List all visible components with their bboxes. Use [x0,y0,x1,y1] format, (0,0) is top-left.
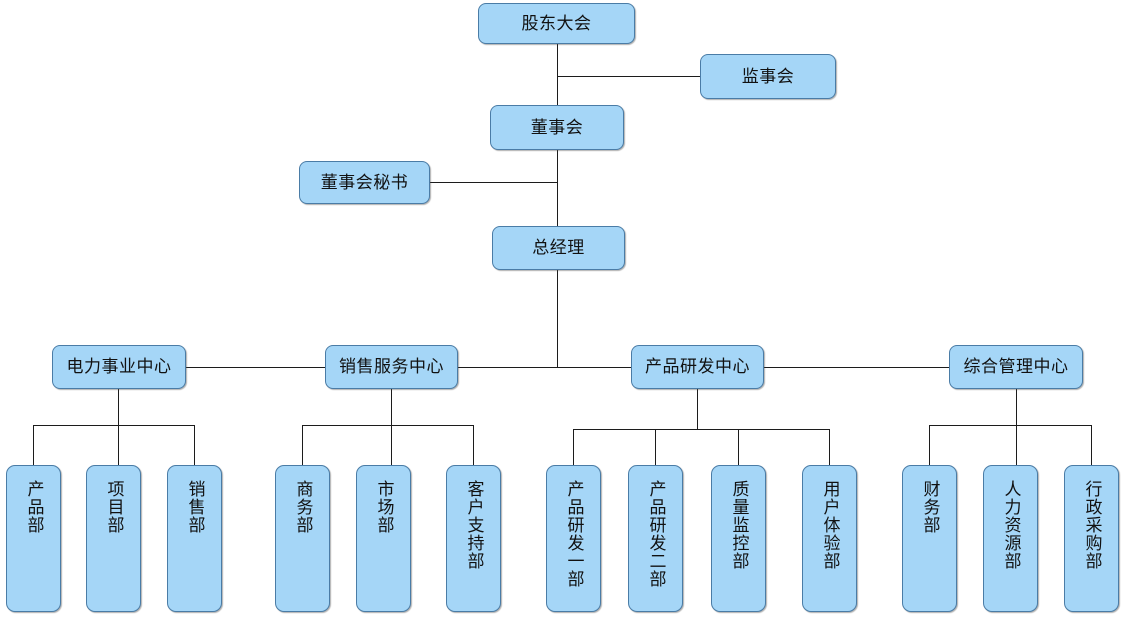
node-general-management-center[interactable]: 综合管理中心 [949,345,1083,389]
node-label: 董事会秘书 [320,172,409,192]
edge-c3-bar [573,429,829,430]
node-label: 用户体验部 [820,480,840,570]
edge-c2-bar [302,425,473,426]
node-label: 电力事业中心 [66,357,172,377]
node-label: 综合管理中心 [963,357,1069,377]
node-quality-monitoring-dept[interactable]: 质量监控部 [711,465,766,612]
edge-c3-d7 [573,429,574,465]
node-label: 商务部 [293,480,313,534]
node-label: 监事会 [741,66,795,86]
node-project-dept[interactable]: 项目部 [86,465,141,612]
edge-trunk-to-supervisors [557,76,701,77]
node-finance-dept[interactable]: 财务部 [902,465,957,612]
edge-c2-drop [391,389,392,465]
edge-c4-d13 [1091,425,1092,465]
edge-board-to-gm [557,150,558,227]
node-label: 财务部 [920,480,940,534]
edge-c1-drop [118,389,119,465]
node-product-rd-dept-1[interactable]: 产品研发一部 [546,465,601,612]
edge-c4-d11 [929,425,930,465]
edge-centers-bar-mid [457,367,632,368]
node-customer-support-dept[interactable]: 客户支持部 [446,465,501,612]
edge-c4-bar [929,425,1091,426]
node-label: 产品研发中心 [645,357,750,377]
node-label: 产品部 [24,480,44,534]
edge-shareholders-to-board [557,43,558,106]
node-label: 客户支持部 [464,480,484,570]
edge-centers-bar-left [186,367,326,368]
node-label: 行政采购部 [1082,480,1102,570]
edge-c1-d1 [33,425,34,465]
node-product-dept[interactable]: 产品部 [6,465,61,612]
node-label: 产品研发二部 [646,480,666,588]
node-label: 人力资源部 [1001,480,1021,570]
edge-c1-bar [33,425,194,426]
edge-c3-d10 [829,429,830,465]
edge-centers-bar-right [763,367,949,368]
node-board-secretary[interactable]: 董事会秘书 [299,161,430,204]
node-product-rd-dept-2[interactable]: 产品研发二部 [628,465,683,612]
node-label: 股东大会 [521,13,592,33]
node-user-experience-dept[interactable]: 用户体验部 [802,465,857,612]
node-label: 产品研发一部 [564,480,584,588]
node-power-business-center[interactable]: 电力事业中心 [52,345,186,389]
node-sales-service-center[interactable]: 销售服务中心 [325,345,458,389]
edge-c3-d8 [655,429,656,465]
node-hr-dept[interactable]: 人力资源部 [983,465,1038,612]
node-label: 总经理 [532,238,585,258]
edge-secretary-to-trunk [430,182,558,183]
node-business-dept[interactable]: 商务部 [275,465,330,612]
edge-gm-to-centers [557,270,558,368]
node-board-of-supervisors[interactable]: 监事会 [700,54,836,99]
node-label: 质量监控部 [729,480,749,570]
edge-c3-drop [697,389,698,429]
node-label: 项目部 [104,480,124,534]
node-label: 董事会 [530,117,584,137]
node-market-dept[interactable]: 市场部 [356,465,411,612]
edge-c2-d6 [473,425,474,465]
node-label: 销售部 [185,480,205,534]
node-admin-procurement-dept[interactable]: 行政采购部 [1064,465,1119,612]
node-board-of-directors[interactable]: 董事会 [490,105,624,150]
edge-c3-d9 [738,429,739,465]
node-label: 销售服务中心 [339,357,444,377]
node-shareholders-meeting[interactable]: 股东大会 [478,3,635,44]
node-sales-dept[interactable]: 销售部 [167,465,222,612]
node-label: 市场部 [374,480,394,534]
edge-c2-d4 [302,425,303,465]
edge-c4-drop [1016,389,1017,465]
node-product-rd-center[interactable]: 产品研发中心 [631,345,764,389]
edge-c1-d3 [194,425,195,465]
node-general-manager[interactable]: 总经理 [492,226,625,270]
